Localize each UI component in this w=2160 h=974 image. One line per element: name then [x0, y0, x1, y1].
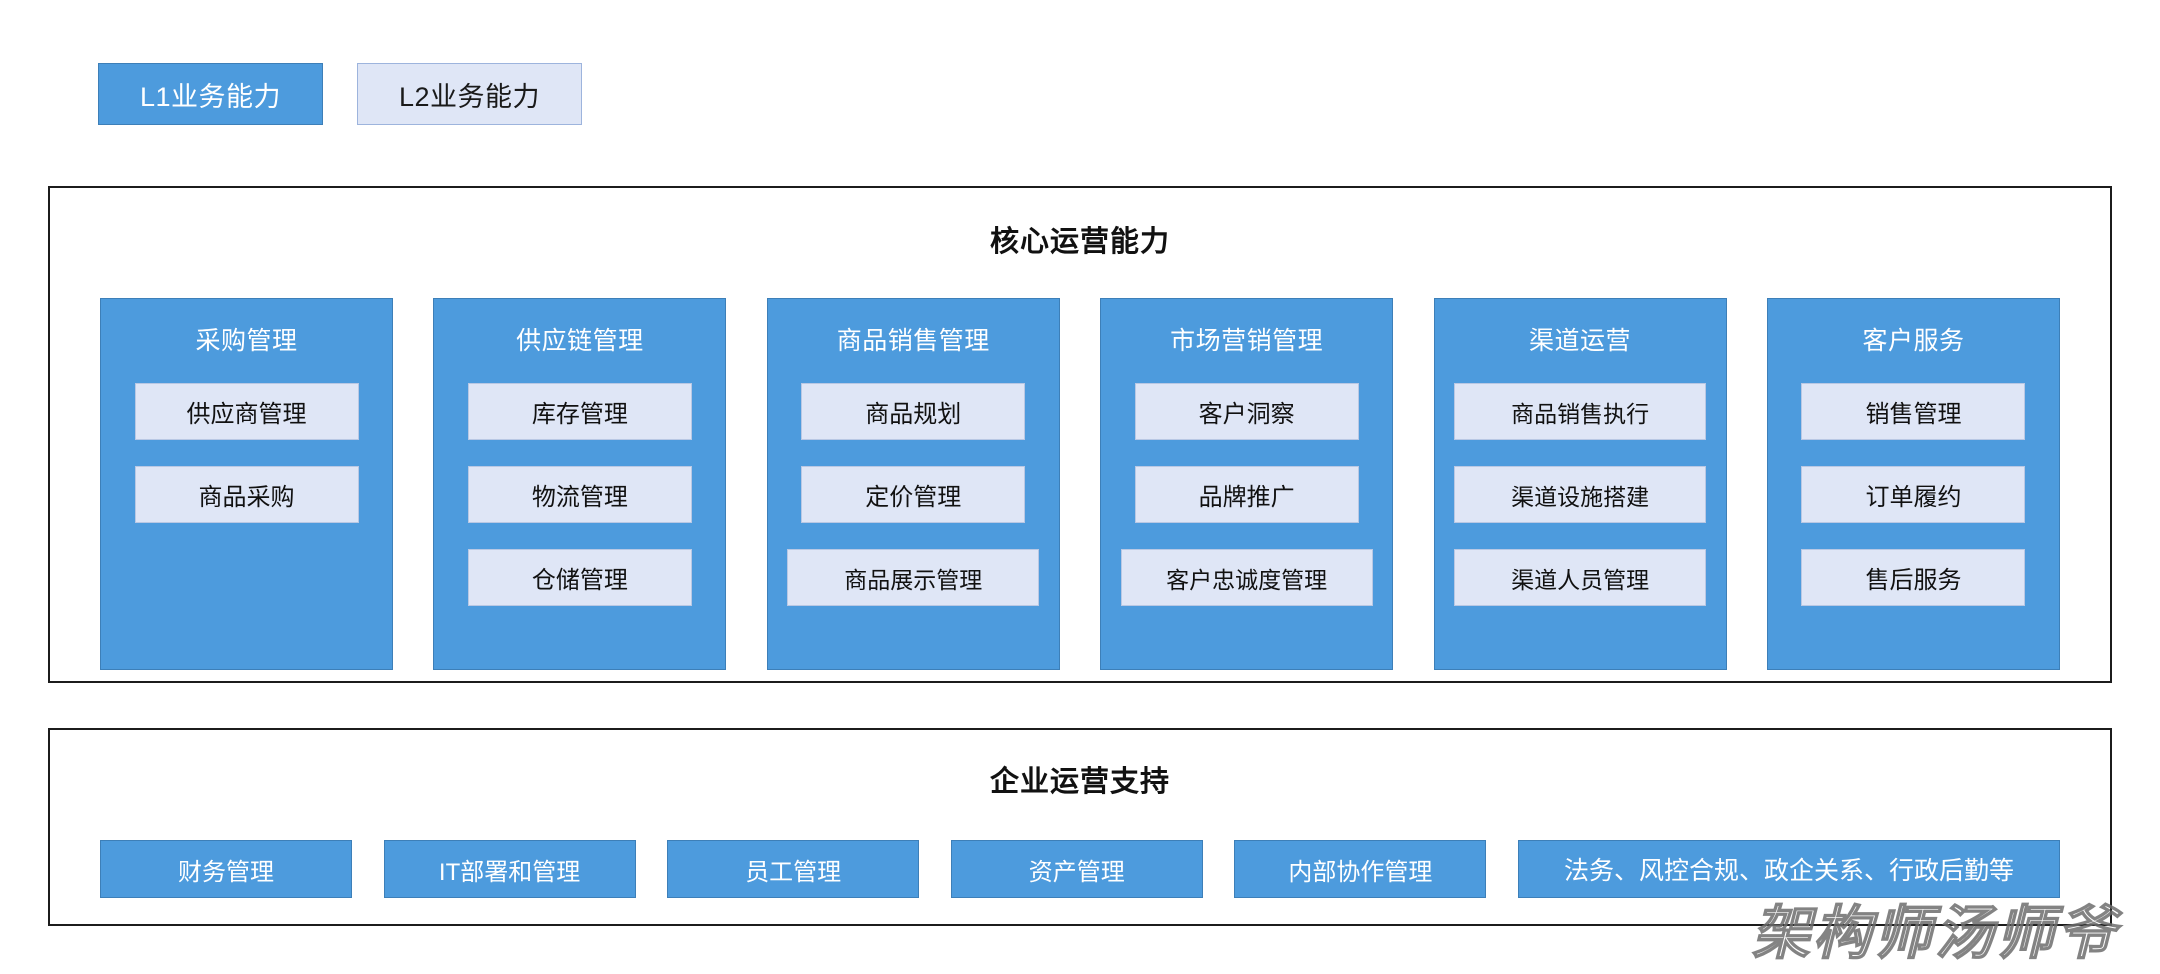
capability-column-merchandise-sales[interactable]: 商品销售管理 商品规划 定价管理 商品展示管理	[766, 298, 1060, 670]
capability-column-supply-chain[interactable]: 供应链管理 库存管理 物流管理 仓储管理	[433, 298, 727, 670]
sub-capability-chip[interactable]: 库存管理	[467, 383, 692, 440]
sub-capability-list: 销售管理 订单履约 售后服务	[1768, 383, 2059, 606]
support-chip-row: 财务管理 IT部署和管理 员工管理 资产管理 内部协作管理 法务、风控合规、政企…	[50, 840, 2110, 898]
sub-capability-chip[interactable]: 售后服务	[1801, 549, 2026, 606]
capability-column-title: 商品销售管理	[836, 327, 990, 355]
capability-column-marketing[interactable]: 市场营销管理 客户洞察 品牌推广 客户忠诚度管理	[1100, 298, 1394, 670]
support-chip-employee[interactable]: 员工管理	[667, 840, 920, 898]
capability-column-title: 市场营销管理	[1170, 327, 1324, 355]
sub-capability-chip[interactable]: 物流管理	[467, 466, 692, 523]
sub-capability-chip[interactable]: 品牌推广	[1134, 466, 1359, 523]
sub-capability-list: 库存管理 物流管理 仓储管理	[434, 383, 725, 606]
support-chip-internal-collaboration[interactable]: 内部协作管理	[1234, 840, 1487, 898]
support-section-title: 企业运营支持	[989, 766, 1170, 798]
sub-capability-chip[interactable]: 客户忠诚度管理	[1120, 549, 1373, 606]
sub-capability-chip[interactable]: 订单履约	[1801, 466, 2026, 523]
sub-capability-chip[interactable]: 销售管理	[1801, 383, 2026, 440]
sub-capability-chip[interactable]: 渠道人员管理	[1454, 549, 1707, 606]
sub-capability-chip[interactable]: 仓储管理	[467, 549, 692, 606]
sub-capability-list: 供应商管理 商品采购	[101, 383, 392, 523]
support-chip-it[interactable]: IT部署和管理	[383, 840, 636, 898]
legend-item-l2-label: L2业务能力	[398, 81, 541, 112]
support-capability-panel: 企业运营支持 财务管理 IT部署和管理 员工管理 资产管理 内部协作管理 法务、…	[48, 728, 2112, 926]
capability-column-title: 客户服务	[1862, 327, 1965, 355]
sub-capability-chip[interactable]: 客户洞察	[1134, 383, 1359, 440]
capability-column-title: 供应链管理	[516, 327, 644, 355]
sub-capability-chip[interactable]: 供应商管理	[134, 383, 359, 440]
capability-column-channel-operations[interactable]: 渠道运营 商品销售执行 渠道设施搭建 渠道人员管理	[1433, 298, 1727, 670]
legend-item-l2: L2业务能力	[357, 63, 582, 125]
sub-capability-chip[interactable]: 商品采购	[134, 466, 359, 523]
sub-capability-chip[interactable]: 商品销售执行	[1454, 383, 1707, 440]
support-chip-asset[interactable]: 资产管理	[950, 840, 1203, 898]
core-section-title: 核心运营能力	[989, 226, 1170, 258]
legend: L1业务能力 L2业务能力	[98, 63, 582, 125]
sub-capability-list: 商品销售执行 渠道设施搭建 渠道人员管理	[1435, 383, 1726, 606]
support-chip-finance[interactable]: 财务管理	[100, 840, 352, 898]
support-chip-legal-risk-gov-admin[interactable]: 法务、风控合规、政企关系、行政后勤等	[1517, 840, 2060, 898]
legend-item-l1-label: L1业务能力	[139, 81, 282, 112]
capability-column-title: 采购管理	[195, 327, 298, 355]
sub-capability-list: 客户洞察 品牌推广 客户忠诚度管理	[1101, 383, 1392, 606]
capability-column-title: 渠道运营	[1529, 327, 1632, 355]
sub-capability-chip[interactable]: 商品规划	[801, 383, 1026, 440]
capability-column-procurement[interactable]: 采购管理 供应商管理 商品采购	[100, 298, 393, 670]
core-column-row: 采购管理 供应商管理 商品采购 供应链管理 库存管理 物流管理 仓储管理 商品销…	[50, 298, 2110, 670]
sub-capability-chip[interactable]: 定价管理	[801, 466, 1026, 523]
sub-capability-list: 商品规划 定价管理 商品展示管理	[768, 383, 1059, 606]
sub-capability-chip[interactable]: 渠道设施搭建	[1454, 466, 1707, 523]
legend-item-l1: L1业务能力	[98, 63, 323, 125]
core-capability-panel: 核心运营能力 采购管理 供应商管理 商品采购 供应链管理 库存管理 物流管理 仓…	[48, 186, 2112, 683]
capability-column-customer-service[interactable]: 客户服务 销售管理 订单履约 售后服务	[1766, 298, 2060, 670]
sub-capability-chip[interactable]: 商品展示管理	[787, 549, 1040, 606]
